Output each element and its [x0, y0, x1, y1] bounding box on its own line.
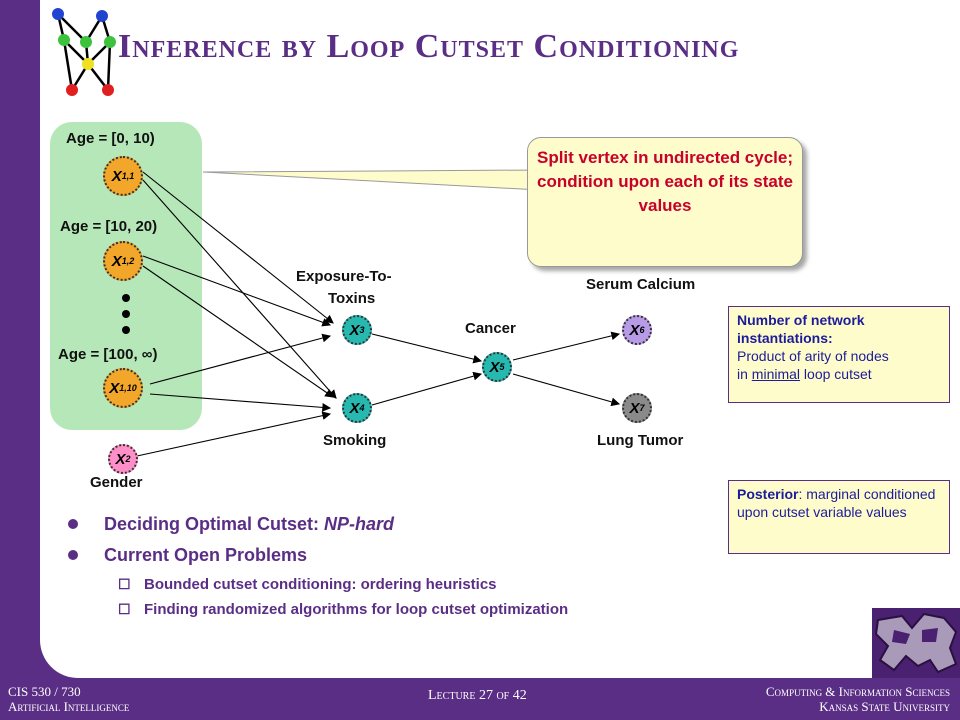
edge-x2-x4: [136, 411, 332, 457]
wildcat-icon: [874, 612, 958, 674]
posterior-label: Posterior: [737, 486, 799, 502]
age-label-0-10: Age = [0, 10): [66, 130, 155, 147]
ellipsis-dot: [122, 294, 130, 302]
left-purple-bar: [0, 0, 40, 678]
slide-title: Inference by Loop Cutset Conditioning: [118, 28, 740, 65]
bullet-optimal-cutset: Deciding Optimal Cutset: NP-hard: [64, 514, 568, 535]
footer-department: Computing & Information Sciences Kansas …: [765, 684, 950, 714]
edge-x12-x4: [142, 265, 334, 398]
callout-pointer: [202, 169, 541, 191]
edge-x12-x3: [142, 255, 332, 327]
bullet-dot-icon: [68, 550, 78, 560]
ellipsis-dot: [122, 326, 130, 334]
edge-x110-x4: [149, 393, 332, 412]
label-gender: Gender: [90, 474, 143, 491]
instantiations-heading: Number of network instantiations:: [737, 312, 865, 346]
instantiations-box: Number of network instantiations: Produc…: [728, 306, 950, 403]
edge-x4-x5: [371, 371, 483, 406]
label-cancer: Cancer: [465, 320, 516, 337]
sub-bullet-randomized: ☐ Finding randomized algorithms for loop…: [118, 601, 569, 618]
label-serum-calcium: Serum Calcium: [586, 276, 696, 293]
footer-course: CIS 530 / 730 Artificial Intelligence: [8, 684, 130, 714]
sub-bullet-icon: ☐: [118, 601, 131, 617]
label-lung-tumor: Lung Tumor: [597, 432, 684, 449]
label-exposure-line1: Exposure-To-: [296, 268, 392, 285]
kstate-wildcat-logo: [872, 608, 960, 678]
callout-pointer-cover: [528, 168, 542, 194]
edge-x3-x5: [371, 333, 483, 364]
label-smoking: Smoking: [323, 432, 387, 449]
age-label-10-20: Age = [10, 20): [60, 218, 158, 235]
edge-x5-x6: [512, 331, 621, 361]
callout-box: [527, 137, 803, 267]
logo-graph-icon: [52, 8, 116, 96]
age-label-100-inf: Age = [100, ∞): [58, 346, 158, 363]
edge-x110-x3: [149, 333, 332, 385]
footer-lecture: Lecture 27 of 42: [428, 688, 527, 703]
edge-x11-x4: [142, 179, 337, 399]
instantiations-line2: in minimal loop cutset: [737, 366, 872, 382]
sub-bullet-icon: ☐: [118, 576, 131, 592]
edge-x11-x3: [142, 171, 334, 324]
callout-text: Split vertex in undirected cycle; condit…: [536, 148, 794, 215]
ellipsis-dot: [122, 310, 130, 318]
posterior-box: Posterior: marginal conditioned upon cut…: [728, 480, 950, 554]
bullet-dot-icon: [68, 519, 78, 529]
sub-bullet-bounded: ☐ Bounded cutset conditioning: ordering …: [118, 576, 497, 593]
np-hard-text: NP-hard: [324, 514, 395, 534]
bullet-list: Deciding Optimal Cutset: NP-hard Current…: [64, 514, 568, 626]
bullet-open-problems: Current Open Problems: [64, 545, 568, 566]
instantiations-line1: Product of arity of nodes: [737, 348, 889, 364]
label-exposure-line2: Toxins: [328, 290, 376, 307]
posterior-text: : marginal conditioned upon cutset varia…: [737, 486, 936, 520]
edge-x5-x7: [512, 373, 621, 407]
